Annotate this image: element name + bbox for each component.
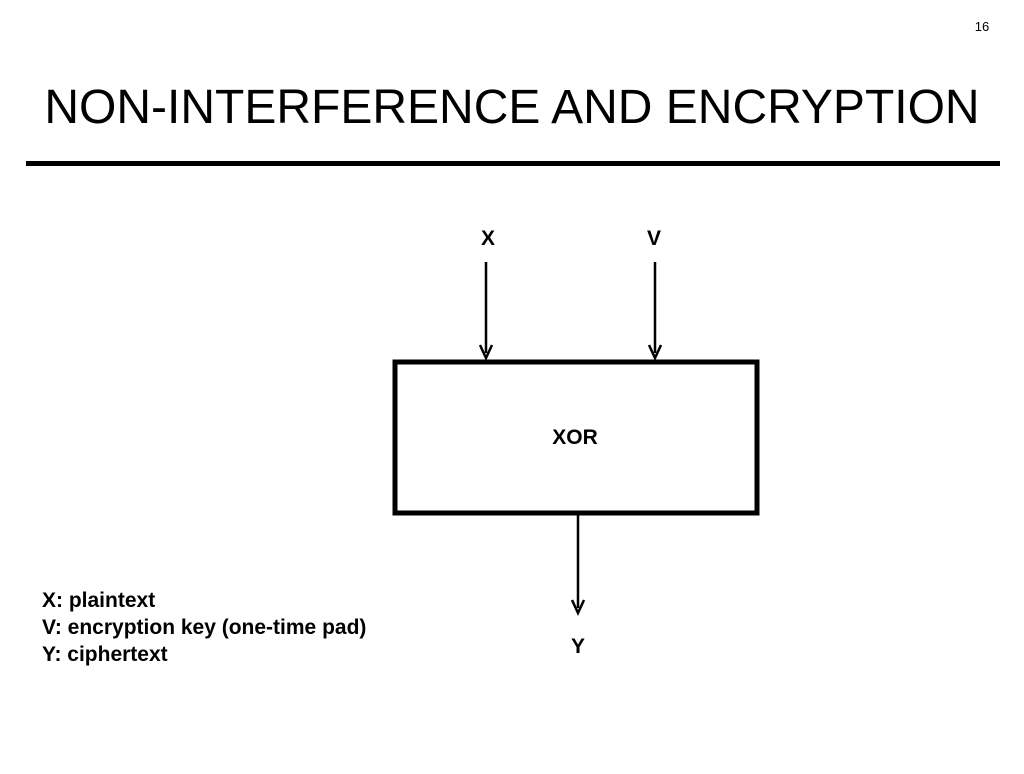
legend-item-key: V: encryption key (one-time pad) (42, 616, 367, 639)
xor-box (392, 359, 760, 516)
input-label-v: V (647, 227, 661, 250)
input-arrow-v (647, 262, 663, 361)
xor-label: XOR (552, 426, 598, 449)
output-label-y: Y (571, 635, 585, 658)
slide-title: NON-INTERFERENCE AND ENCRYPTION (44, 81, 980, 134)
page-number: 16 (974, 19, 990, 34)
legend-item-plaintext: X: plaintext (42, 589, 156, 612)
input-label-x: X (481, 227, 495, 250)
title-divider (26, 161, 1000, 166)
output-arrow-y (570, 515, 586, 616)
legend: X: plaintext V: encryption key (one-time… (42, 587, 366, 668)
input-arrow-x (478, 262, 494, 361)
legend-item-ciphertext: Y: ciphertext (42, 643, 168, 666)
